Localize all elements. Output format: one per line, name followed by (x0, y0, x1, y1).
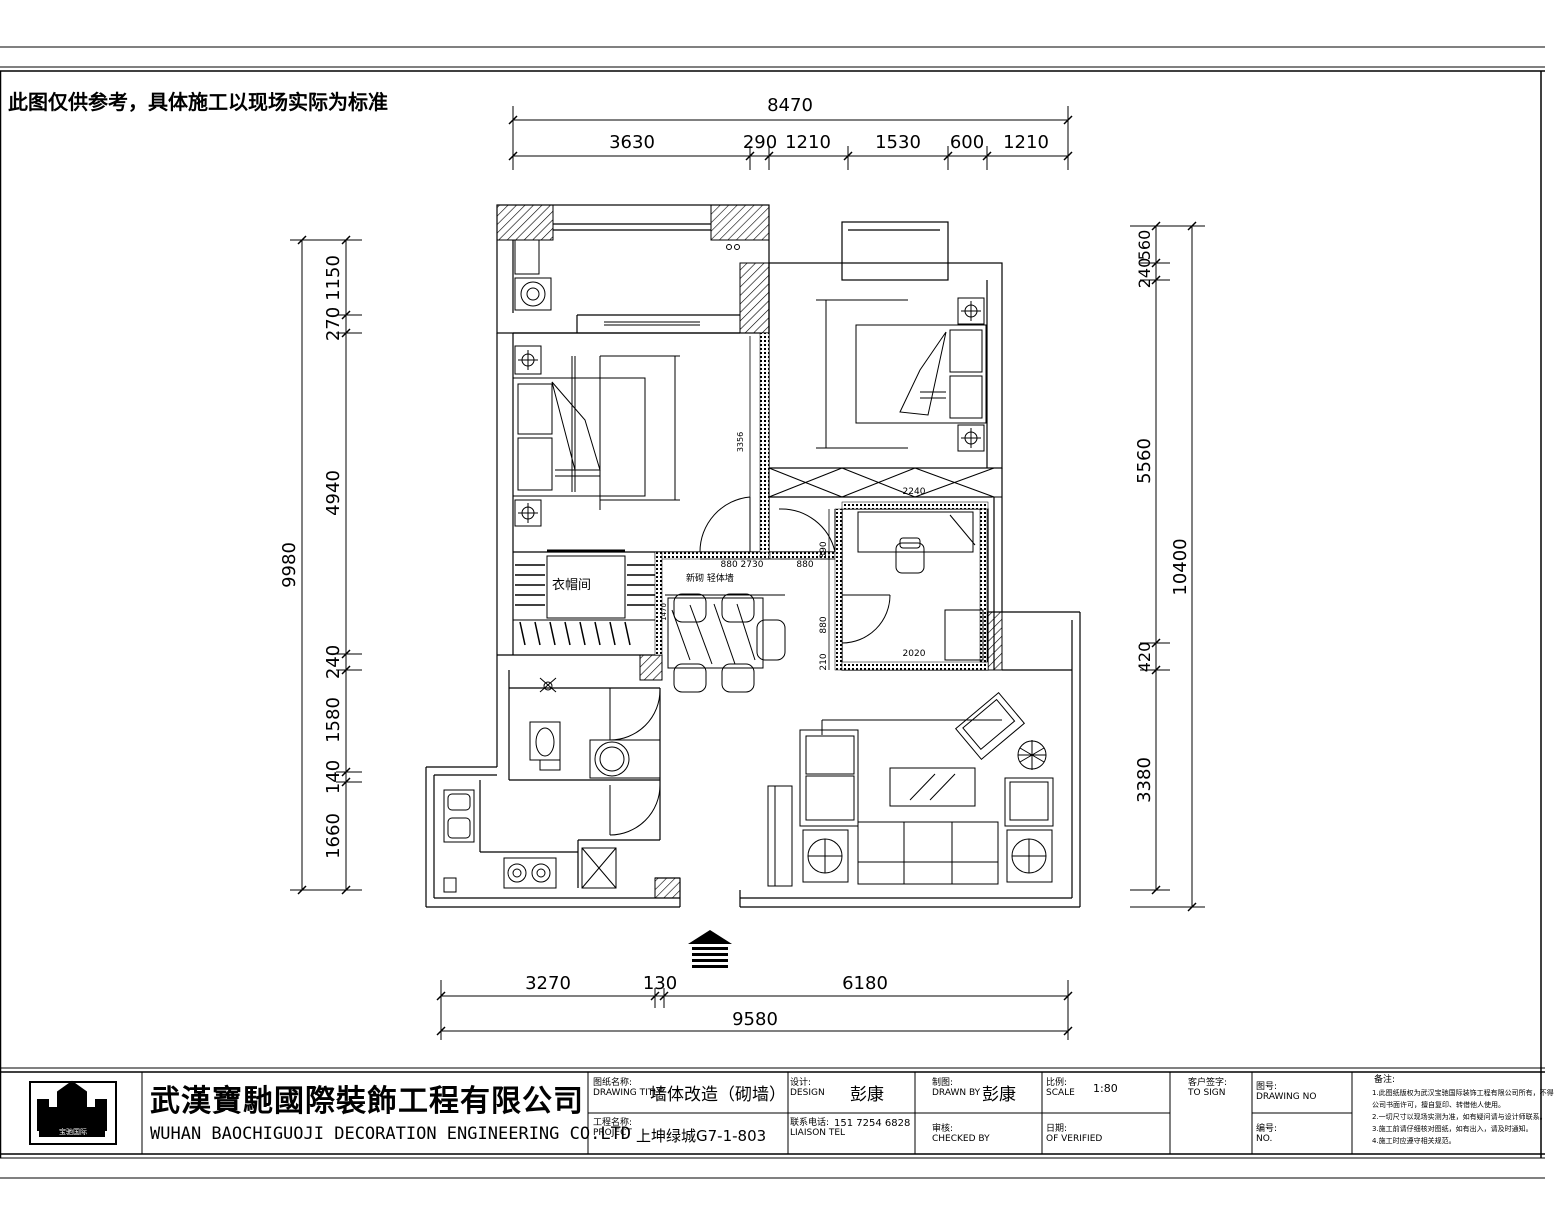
dim-1470: 1470 (660, 603, 668, 621)
dim-left-seg: 270 (323, 307, 344, 341)
dim-right-seg: 560 (1135, 230, 1154, 261)
dim-bottom-seg: 130 (643, 973, 677, 994)
study-furniture (857, 511, 984, 661)
drawing-frame (0, 46, 1545, 1179)
right-dimensions (1130, 221, 1205, 912)
checked-by-label: 审核:CHECKED BY (932, 1124, 990, 1144)
remarks-line: 4.施工时应遵守相关规范。 (1372, 1137, 1456, 1145)
walk-in-closet (513, 549, 655, 646)
washing-machine-icon (514, 239, 740, 326)
scale-label: 比例:SCALE (1046, 1078, 1075, 1098)
remarks-line: 公司书面许可，擅自复印、转借他人使用。 (1372, 1101, 1505, 1109)
dim-top-total: 8470 (767, 95, 813, 116)
logo-text: 宝驰国际 (59, 1127, 87, 1136)
wall-note: 新砌 轻体墙 (686, 572, 734, 584)
dim-390: 390 (819, 541, 829, 558)
dim-left-total: 9980 (279, 542, 300, 588)
dim-left-seg: 1580 (323, 697, 344, 743)
scale-value: 1:80 (1093, 1082, 1118, 1095)
dim-left-seg: 4940 (323, 470, 344, 516)
dim-880-v: 880 (819, 616, 829, 633)
right-bed (816, 299, 987, 449)
living-room-furniture (767, 691, 1054, 887)
doors (609, 496, 891, 836)
dim-3356: 3356 (736, 432, 745, 452)
drawer-value: 彭康 (982, 1085, 1016, 1105)
dim-880-2730: 880 2730 (721, 560, 764, 570)
dim-bottom-total: 9580 (732, 1009, 778, 1030)
drawing-title-value: 墙体改造（砌墙） (650, 1085, 786, 1105)
client-sign-label: 客户签字:TO SIGN (1188, 1078, 1228, 1098)
dining-table (665, 593, 786, 693)
dim-right-seg: 3380 (1134, 757, 1155, 803)
dim-bottom-seg: 6180 (842, 973, 888, 994)
drawn-by-label: 制图:DRAWN BY (932, 1078, 981, 1098)
dim-top-seg: 290 (743, 132, 777, 153)
phone-label: 联系电话:LIAISON TEL (790, 1118, 846, 1138)
dim-right-seg: 5560 (1134, 438, 1155, 484)
remarks-line: 1.此图纸版权为武汉宝驰国际装饰工程有限公司所有，不得 (1372, 1089, 1554, 1097)
project-label: 工程名称:PROJECT (593, 1118, 633, 1138)
dim-top-seg: 1210 (785, 132, 831, 153)
dim-left-seg: 240 (323, 645, 344, 679)
left-bed (512, 355, 680, 510)
dim-top-seg: 1530 (875, 132, 921, 153)
company-logo (29, 1080, 117, 1145)
remarks-line: 3.施工前请仔细核对图纸，如有出入，请及时通知。 (1372, 1125, 1533, 1133)
dim-top-seg: 3630 (609, 132, 655, 153)
dim-880: 880 (796, 560, 813, 570)
dim-top-seg: 600 (950, 132, 984, 153)
phone-value: 151 7254 6828 (834, 1118, 911, 1129)
no-label: 编号:NO. (1256, 1124, 1278, 1144)
project-value: 上坤绿城G7-1-803 (636, 1127, 767, 1145)
dim-210: 210 (819, 653, 829, 670)
drawing-no-label: 图号:DRAWING NO (1256, 1082, 1317, 1102)
dim-left-seg: 1660 (323, 813, 344, 859)
dim-left-seg: 1150 (323, 255, 344, 301)
walls (425, 204, 1081, 908)
designer-value: 彭康 (850, 1085, 884, 1105)
title-block-grid (141, 1072, 1353, 1154)
structural-columns (496, 204, 1003, 899)
remarks-line: 2.一切尺寸以现场实测为准，如有疑问请与设计师联系。 (1372, 1113, 1547, 1121)
remarks-label: 备注: (1374, 1075, 1396, 1085)
kitchen-fixtures (443, 789, 617, 893)
dim-2240: 2240 (903, 487, 926, 497)
dim-right-seg: 240 (1135, 258, 1154, 289)
lamp-icons (514, 297, 985, 527)
remarks-text: 1.此图纸版权为武汉宝驰国际装饰工程有限公司所有，不得 公司书面许可，擅自复印、… (1372, 1087, 1554, 1147)
entrance-arrow-icon (688, 930, 732, 968)
dim-bottom-seg: 3270 (525, 973, 571, 994)
dim-top-seg: 1210 (1003, 132, 1049, 153)
drawing-title-label: 图纸名称:DRAWING TITLE (593, 1078, 664, 1098)
dim-2020: 2020 (903, 649, 926, 659)
dim-right-total: 10400 (1170, 538, 1191, 595)
bottom-dimensions (436, 980, 1073, 1040)
bathroom-fixtures (529, 677, 661, 779)
company-name-en: WUHAN BAOCHIGUOJI DECORATION ENGINEERING… (150, 1124, 632, 1144)
left-dimensions (290, 235, 362, 895)
dim-left-seg: 140 (323, 760, 344, 794)
top-dimensions (508, 106, 1073, 170)
company-name-cn: 武漢寶馳國際裝飾工程有限公司 (150, 1084, 584, 1119)
closet-label: 衣帽间 (552, 577, 591, 593)
new-brick-walls (654, 332, 989, 671)
wardrobe-right (768, 467, 1003, 498)
design-label: 设计:DESIGN (790, 1078, 825, 1098)
date-label: 日期:OF VERIFIED (1046, 1124, 1103, 1144)
dim-right-seg: 420 (1135, 642, 1154, 673)
disclaimer-note: 此图仅供参考，具体施工以现场实际为标准 (8, 90, 388, 114)
